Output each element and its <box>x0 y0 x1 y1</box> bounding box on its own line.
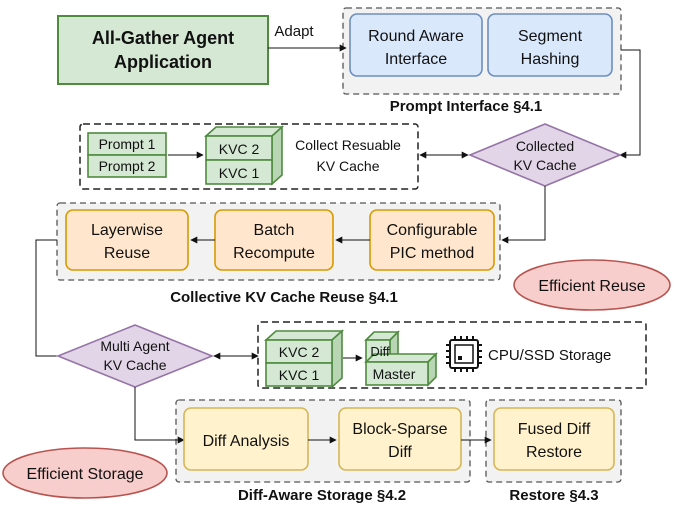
multi-agent-line2: KV Cache <box>103 357 166 373</box>
reuse-title: Collective KV Cache Reuse §4.1 <box>170 289 398 306</box>
segment-hashing-box <box>487 13 613 77</box>
prompt-interface-title: Prompt Interface §4.1 <box>390 98 543 115</box>
multi-agent-line1: Multi Agent <box>100 338 169 354</box>
app-label-line2: Application <box>114 52 212 72</box>
segment-hashing-line2: Hashing <box>521 51 580 68</box>
batch-line2: Recompute <box>233 245 315 262</box>
storage-group <box>257 321 647 389</box>
efficient-reuse-label: Efficient Reuse <box>538 278 645 295</box>
diff-analysis-box <box>183 407 309 471</box>
collected-line2: KV Cache <box>513 157 576 173</box>
restore-title: Restore §4.3 <box>509 487 598 504</box>
collect-label-line2: KV Cache <box>316 158 379 174</box>
collected-kv-cache-diamond <box>467 123 623 187</box>
layerwise-reuse-box <box>65 209 189 271</box>
configurable-line1: Configurable <box>387 222 478 239</box>
diff-storage-title: Diff-Aware Storage §4.2 <box>238 487 406 504</box>
collected-to-configurable-arrow <box>501 186 546 244</box>
segment-hashing-line1: Segment <box>518 28 583 45</box>
cpu-chip-icon <box>446 336 482 372</box>
diff-label: Diff <box>370 344 390 359</box>
collect-kvc-cube <box>203 125 285 186</box>
collect-kvc1-label: KVC 1 <box>219 165 260 181</box>
master-label: Master <box>373 366 416 382</box>
diff-analysis-label: Diff Analysis <box>203 433 290 450</box>
efficient-reuse-badge <box>513 259 671 311</box>
prompt1-label: Prompt 1 <box>99 136 156 152</box>
fused-line1: Fused Diff <box>518 421 591 438</box>
storage-kvc-cube <box>263 329 345 389</box>
reuse-to-multiagent-arrow <box>35 239 73 360</box>
storage-kvc1-label: KVC 1 <box>279 367 320 383</box>
app-label-line1: All-Gather Agent <box>92 28 234 48</box>
collect-label-line1: Collect Resuable <box>295 137 401 153</box>
storage-kvc2-label: KVC 2 <box>279 344 320 360</box>
efficient-storage-badge <box>2 447 168 499</box>
layerwise-line2: Reuse <box>104 245 150 262</box>
adapt-label: Adapt <box>274 23 314 40</box>
cpu-ssd-storage-label: CPU/SSD Storage <box>488 347 611 364</box>
fused-line2: Restore <box>526 444 582 461</box>
block-sparse-line1: Block-Sparse <box>352 421 447 438</box>
multiagent-to-diff-arrow <box>134 387 185 444</box>
interface-to-collected-arrow <box>619 49 641 159</box>
prompt2-label: Prompt 2 <box>99 158 156 174</box>
configurable-line2: PIC method <box>390 245 474 262</box>
round-aware-line1: Round Aware <box>368 28 464 45</box>
block-sparse-diff-box <box>338 407 462 471</box>
fused-diff-restore-box <box>493 407 615 471</box>
app-box <box>57 15 269 85</box>
round-aware-line2: Interface <box>385 51 447 68</box>
diff-master-block <box>364 330 438 387</box>
prompt2-box <box>87 154 167 178</box>
collect-kvc2-label: KVC 2 <box>219 141 260 157</box>
multi-agent-kv-cache-diamond <box>55 324 215 388</box>
efficient-storage-label: Efficient Storage <box>26 466 143 483</box>
layerwise-line1: Layerwise <box>91 222 163 239</box>
block-sparse-line2: Diff <box>388 444 412 461</box>
batch-line1: Batch <box>254 222 295 239</box>
round-aware-interface-box <box>349 13 483 77</box>
collected-line1: Collected <box>516 138 574 154</box>
